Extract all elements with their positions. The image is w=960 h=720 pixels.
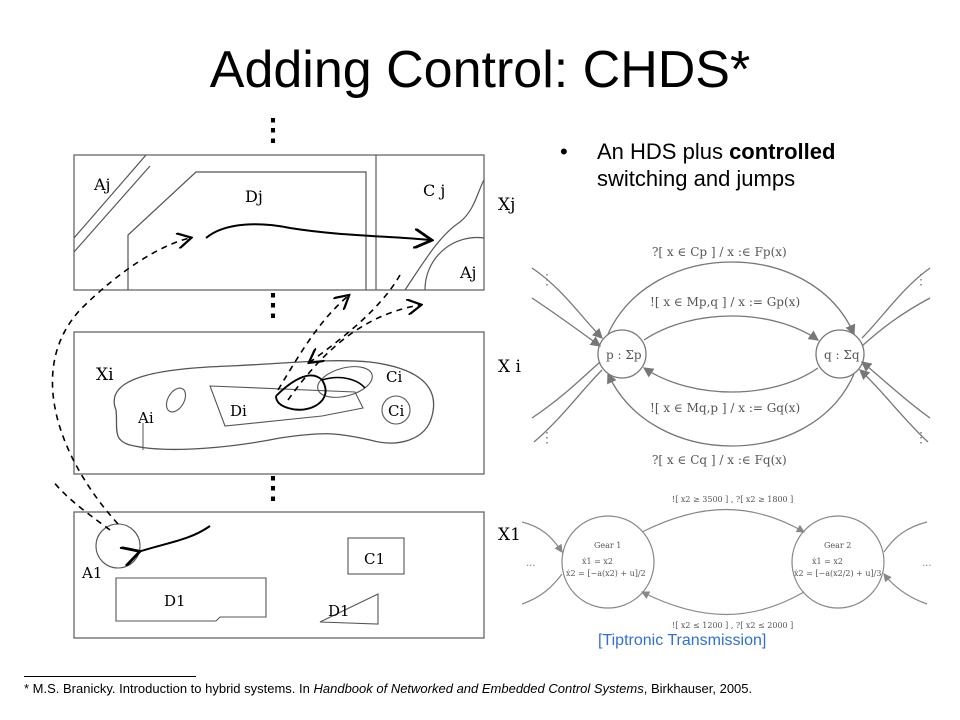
gear2-eq2: ẋ2 = [−a(x2/2) + u]/3 [794, 569, 881, 578]
jump-arrows [51, 238, 420, 531]
ellipsis-left-bottom: ⋮ [540, 430, 554, 446]
bottom-guard-label: ![ x2 ≤ 1200 ] , ?[ x2 ≤ 2000 ] [672, 621, 793, 630]
label-a1: A1 [81, 564, 102, 582]
label-di: Di [230, 402, 247, 420]
label-xi-right: X i [498, 357, 522, 377]
node-p-label: p : Σp [606, 348, 642, 362]
label-d1-a: D1 [164, 592, 186, 610]
vdots-top: ⋮ [258, 113, 288, 148]
vdots-mid1: ⋮ [258, 288, 288, 323]
bullet-bold-word: controlled [729, 139, 836, 164]
gear-transition-diagram: Gear 1 ẋ1 = x2 ẋ2 = [−a(x2) + u]/2 Gear … [522, 495, 932, 630]
label-dj: Dj [245, 187, 263, 206]
label-aj-2: Aj [459, 263, 477, 282]
label-ci-2: Ci [388, 402, 404, 420]
footnote-marker: * [24, 681, 30, 696]
label-ai: Ai [137, 409, 154, 427]
ellipsis-right-bottom: ⋮ [914, 430, 928, 446]
gear1-eq1: ẋ1 = x2 [582, 557, 613, 566]
edge-label-mpq: ![ x ∈ Mp,q ] / x := Gp(x) [650, 295, 800, 309]
ellipsis-left-top: ⋮ [540, 272, 554, 288]
gear-ellipsis-right: ... [922, 558, 932, 569]
top-guard-label: ![ x2 ≥ 3500 ] , ?[ x2 ≥ 1800 ] [672, 495, 793, 504]
mode-j-box: Aj Dj C j Aj [73, 154, 485, 291]
bullet-text: An HDS plus controlled switching and jum… [597, 139, 836, 191]
mode-i-box: Xi Ai Di Ci Ci [73, 331, 485, 475]
label-ci: Ci [386, 368, 402, 386]
bullet-marker: • [560, 139, 568, 164]
gear-ellipsis-left: ... [526, 558, 536, 569]
label-xi-left: Xi [96, 365, 114, 385]
hybrid-state-space-figure: ⋮ ⋮ ⋮ Aj Dj C j Aj Xj Xi Ai Di Ci Ci X i [51, 113, 522, 639]
edge-label-cq: ?[ x ∈ Cq ] / x :∈ Fq(x) [652, 453, 787, 467]
slide-title: Adding Control: CHDS* [209, 41, 751, 99]
edge-label-mqp: ![ x ∈ Mq,p ] / x := Gq(x) [650, 401, 800, 415]
label-xj: Xj [498, 195, 515, 215]
node-q-label: q : Σq [824, 348, 860, 362]
label-d1-b: D1 [328, 602, 350, 620]
edge-label-cp: ?[ x ∈ Cp ] / x :∈ Fp(x) [652, 245, 787, 259]
footnote-source: Handbook of Networked and Embedded Contr… [313, 681, 644, 696]
gear1-eq2: ẋ2 = [−a(x2) + u]/2 [566, 569, 646, 578]
footnote: * M.S. Branicky. Introduction to hybrid … [24, 681, 753, 696]
label-aj: Aj [93, 175, 111, 194]
label-c1: C1 [364, 550, 385, 568]
gear2-name: Gear 2 [824, 541, 851, 550]
label-cj: C j [423, 181, 445, 200]
gear2-eq1: ẋ1 = x2 [812, 557, 843, 566]
label-x1: X1 [498, 525, 521, 545]
vdots-mid2: ⋮ [258, 471, 288, 506]
footnote-rule [24, 676, 196, 677]
mode-1-box: A1 C1 D1 D1 [73, 511, 485, 639]
gear1-name: Gear 1 [594, 541, 621, 550]
mode-transition-diagram: p : Σp q : Σq ?[ x ∈ Cp ] / x :∈ Fp(x) !… [531, 245, 931, 467]
ellipsis-right-top: ⋮ [914, 272, 928, 288]
figure-caption: [Tiptronic Transmission] [598, 632, 767, 649]
